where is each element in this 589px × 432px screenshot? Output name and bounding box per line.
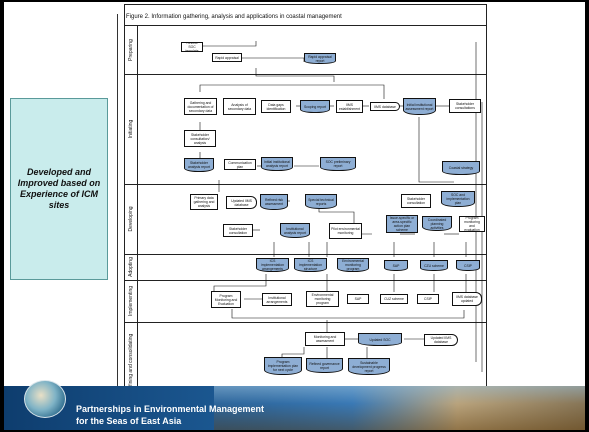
process-box: Stakeholder consultation xyxy=(401,194,431,208)
process-box: Data gaps identification xyxy=(261,100,291,113)
document-box: Coastal strategy xyxy=(442,161,480,175)
document-box: Updated SOC xyxy=(358,333,402,346)
document-box: Stakeholder analysis report xyxy=(184,158,214,172)
process-box: Program monitoring and evaluation xyxy=(459,216,485,232)
process-timeline-line xyxy=(117,14,118,398)
process-box: Issue-specific or area-specific action p… xyxy=(386,215,418,233)
process-box: Environmental monitoring program xyxy=(306,291,339,307)
lane-implementing: Implementing xyxy=(124,280,138,322)
process-box: Gathering and documentation of secondary… xyxy=(184,98,217,115)
connector xyxy=(231,309,465,319)
lane-divider xyxy=(124,322,487,323)
connector xyxy=(281,347,305,358)
lane-divider xyxy=(124,254,487,255)
lane-developing: Developing xyxy=(124,184,138,254)
database-box: IIMS database xyxy=(370,102,400,111)
document-box: Initial institutional analysis report xyxy=(261,157,293,171)
document-box: CZU scheme xyxy=(420,260,448,271)
lane-preparing: Preparing xyxy=(124,25,138,74)
lane-adopting: Adopting xyxy=(124,254,138,280)
process-box: CUZ scheme xyxy=(380,294,408,304)
process-box: Stakeholder consultation/ analysis xyxy=(184,130,216,147)
connector xyxy=(234,57,305,62)
document-box: Institutional analysis report xyxy=(280,223,310,238)
banner-photo-strip xyxy=(214,386,585,430)
lane-divider xyxy=(124,74,487,75)
process-box: Program Monitoring and Evaluation xyxy=(211,291,241,308)
process-box: Review SOC template xyxy=(181,42,203,52)
connector xyxy=(255,68,335,82)
process-box: Monitoring and assessment xyxy=(305,332,345,346)
document-box: ICS implementation structure xyxy=(294,258,327,272)
document-box: Rapid appraisal report xyxy=(304,53,336,64)
process-box: Primary data gathering and analysis xyxy=(190,194,218,210)
connector xyxy=(418,117,454,183)
document-box: CSIP xyxy=(456,260,480,271)
document-box: Sustainable development progress report xyxy=(348,358,390,375)
lane-divider xyxy=(124,280,487,281)
process-box: Stakeholder consultations xyxy=(449,99,481,113)
document-box: ICS implementation arrangements xyxy=(256,258,289,272)
document-box: SOC preliminary report xyxy=(320,157,356,171)
database-box: Updated IIMS database xyxy=(424,334,458,346)
slide: Developed and Improved based on Experien… xyxy=(4,2,585,430)
process-box: Rapid appraisal xyxy=(212,53,242,62)
process-box: Institutional arrangements xyxy=(262,293,292,306)
process-box: CSIP xyxy=(417,294,439,304)
footer-banner xyxy=(4,386,585,430)
document-box: SAP xyxy=(384,260,408,271)
document-box: Initial institutional assessment report xyxy=(403,98,436,115)
lane-divider xyxy=(124,184,487,185)
process-box: Analysis of secondary data xyxy=(223,98,256,115)
document-box: Coordinated planning activities xyxy=(422,216,452,231)
side-note-text: Developed and Improved based on Experien… xyxy=(17,167,101,210)
process-box: Pilot environmental monitoring xyxy=(329,223,362,239)
document-box: Refined governance report xyxy=(306,358,343,373)
process-box: IIMS establishment xyxy=(336,100,363,113)
side-note-box: Developed and Improved based on Experien… xyxy=(10,98,108,280)
lane-initiating: Initiating xyxy=(124,74,138,184)
document-box: SOC and implementation plan xyxy=(441,191,475,207)
document-box: Scoping report xyxy=(300,100,330,113)
banner-title-line2: for the Seas of East Asia xyxy=(76,416,182,426)
lane-refining: Refining and consolidating xyxy=(124,322,138,404)
document-box: Program implementation plan for next cyc… xyxy=(264,357,302,375)
document-box: Environmental monitoring program xyxy=(337,258,369,272)
connector xyxy=(213,274,267,292)
lane-divider xyxy=(124,25,487,26)
database-box: IIMS database updated xyxy=(452,292,482,306)
process-box: Stakeholder consultation xyxy=(223,224,253,237)
process-box: SAP xyxy=(347,294,369,304)
connector xyxy=(200,41,257,47)
pemsea-logo xyxy=(24,380,66,418)
connector xyxy=(199,84,385,99)
process-box: Communication plan xyxy=(224,159,256,170)
figure-caption: Figure 2. Information gathering, analysi… xyxy=(126,14,342,20)
document-box: Refined risk assessment xyxy=(260,194,288,210)
banner-title-line1: Partnerships in Environmental Management xyxy=(76,404,265,414)
database-box: Updated IIMS database xyxy=(226,196,257,209)
document-box: Special technical reports xyxy=(305,194,337,209)
